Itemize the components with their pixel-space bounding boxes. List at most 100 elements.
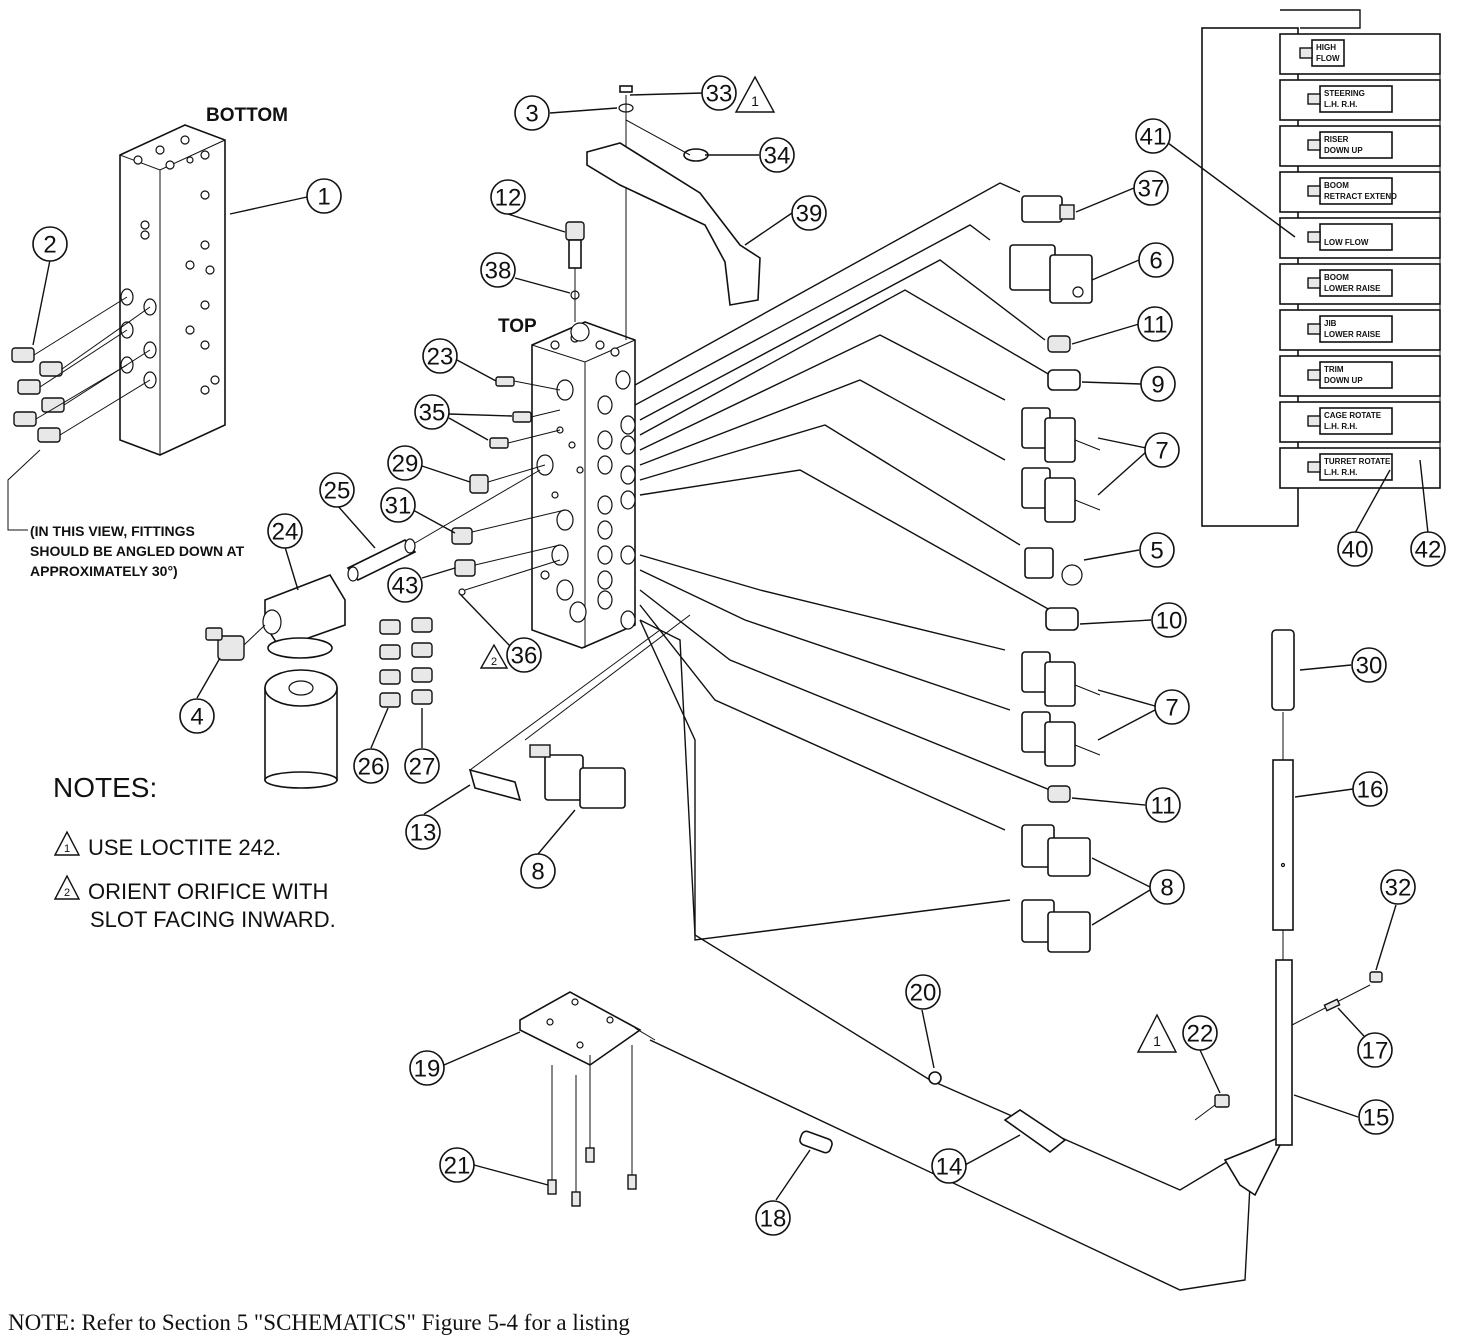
callout-8-2: 8 [1149, 869, 1185, 905]
note-item-1-text: USE LOCTITE 242. [88, 835, 281, 860]
valve-part-7-a [1021, 407, 1101, 463]
note-item-2-text-line-1: ORIENT ORIFICE WITH [88, 879, 328, 904]
svg-text:41: 41 [1140, 124, 1167, 151]
svg-text:7: 7 [1155, 438, 1168, 465]
callout-24: 24 [267, 513, 303, 549]
callout-12: 12 [490, 179, 526, 215]
note-item-2: 2 ORIENT ORIFICE WITH SLOT FACING INWARD… [53, 874, 336, 932]
note-item-1: 1 USE LOCTITE 242. [53, 830, 281, 860]
note-marker-36-text: 2 [491, 656, 497, 668]
callout-38: 38 [480, 252, 516, 288]
svg-text:38: 38 [485, 258, 512, 285]
svg-text:1: 1 [317, 184, 330, 211]
callout-5: 5 [1139, 532, 1175, 568]
callout-7-1: 7 [1144, 432, 1180, 468]
svg-text:36: 36 [511, 643, 538, 670]
note-item-2-mark: 2 [64, 887, 70, 899]
callout-25: 25 [319, 472, 355, 508]
valve-part-6 [1009, 244, 1093, 304]
svg-text:11: 11 [1143, 312, 1168, 339]
bolt-heads-part-21 [547, 1147, 637, 1207]
svg-text:19: 19 [414, 1056, 441, 1083]
washer-part-20 [928, 1071, 942, 1085]
pin-part-14 [1003, 1109, 1067, 1154]
svg-text:18: 18 [760, 1206, 787, 1233]
bolts-part-21 [551, 1045, 633, 1200]
svg-text:22: 22 [1187, 1021, 1214, 1048]
callout-6: 6 [1138, 242, 1174, 278]
valve-part-7-d [1021, 711, 1101, 767]
svg-text:14: 14 [936, 1154, 963, 1181]
fitting-note: (IN THIS VIEW, FITTINGS SHOULD BE ANGLED… [7, 449, 245, 579]
control-panel-label-bottom: L.H. R.H. [1324, 100, 1357, 109]
plug-part-10 [1045, 607, 1079, 631]
svg-text:35: 35 [419, 400, 446, 427]
svg-text:26: 26 [358, 754, 385, 781]
callout-19: 19 [409, 1050, 445, 1086]
plug-part-11-upper [1047, 335, 1071, 353]
callout-21: 21 [439, 1147, 475, 1183]
svg-text:2: 2 [43, 232, 56, 259]
control-panel-label-top: TURRET ROTATE [1324, 457, 1391, 466]
valve-part-8-lower [524, 614, 691, 809]
spring-part-17 [1291, 984, 1371, 1026]
control-panel-switch: BOOM LOWER RAISE [1279, 263, 1441, 305]
control-panel-label-top: RISER [1324, 135, 1349, 144]
svg-text:25: 25 [324, 478, 351, 505]
svg-text:3: 3 [525, 101, 538, 128]
notes-title: NOTES: [53, 772, 157, 803]
callout-37: 37 [1133, 170, 1169, 206]
screw-part-32 [1369, 971, 1383, 983]
control-panel-switch: JIB LOWER RAISE [1279, 309, 1441, 351]
svg-text:11: 11 [1151, 793, 1176, 820]
control-panel-label-bottom: LOWER RAISE [1324, 330, 1381, 339]
control-panel-label-bottom: DOWN UP [1324, 376, 1363, 385]
callout-36: 36 [506, 637, 542, 673]
control-panel-label-top: BOOM [1324, 273, 1349, 282]
elbow-part-4 [205, 624, 266, 661]
filter-canister [264, 669, 338, 789]
bottom-label: BOTTOM [206, 105, 288, 126]
svg-text:24: 24 [272, 519, 299, 546]
callout-30: 30 [1351, 647, 1387, 683]
control-panel-label-bottom: LOWER RAISE [1324, 284, 1381, 293]
svg-text:27: 27 [409, 754, 436, 781]
control-panel-label-top: TRIM [1324, 365, 1344, 374]
svg-text:6: 6 [1149, 248, 1162, 275]
callout-42: 42 [1410, 531, 1446, 567]
fitting-note-line-3: APPROXIMATELY 30°) [30, 563, 178, 579]
callout-41: 41 [1135, 118, 1171, 154]
svg-text:30: 30 [1356, 653, 1383, 680]
bellcrank [1223, 1133, 1287, 1197]
callout-31: 31 [380, 487, 416, 523]
callout-2: 2 [32, 226, 68, 262]
control-panel-label-top: JIB [1324, 319, 1337, 328]
plate-part-19 [519, 991, 656, 1066]
control-panel-label-bottom: LOW FLOW [1324, 238, 1369, 247]
note-item-1-mark: 1 [64, 843, 70, 855]
fittings-part-26-27 [379, 617, 433, 708]
callout-43: 43 [387, 567, 423, 603]
svg-text:43: 43 [392, 573, 419, 600]
note-item-2-text-line-2: SLOT FACING INWARD. [90, 907, 336, 932]
bolt-part-22 [1194, 1094, 1230, 1121]
callout-23: 23 [422, 338, 458, 374]
svg-text:40: 40 [1342, 537, 1369, 564]
valve-part-5 [1024, 547, 1083, 586]
plug-part-12 [565, 221, 585, 322]
svg-text:13: 13 [410, 820, 437, 847]
control-panel-label-bottom: RETRACT EXTEND [1324, 192, 1397, 201]
leader-lines [32, 92, 1429, 1201]
callout-3: 3 [514, 95, 550, 131]
callout-9: 9 [1140, 366, 1176, 402]
callout-34: 34 [759, 137, 795, 173]
svg-text:33: 33 [706, 81, 733, 108]
footer-note: NOTE: Refer to Section 5 "SCHEMATICS" Fi… [8, 1310, 630, 1335]
top-label: TOP [498, 316, 537, 337]
callout-20: 20 [905, 974, 941, 1010]
